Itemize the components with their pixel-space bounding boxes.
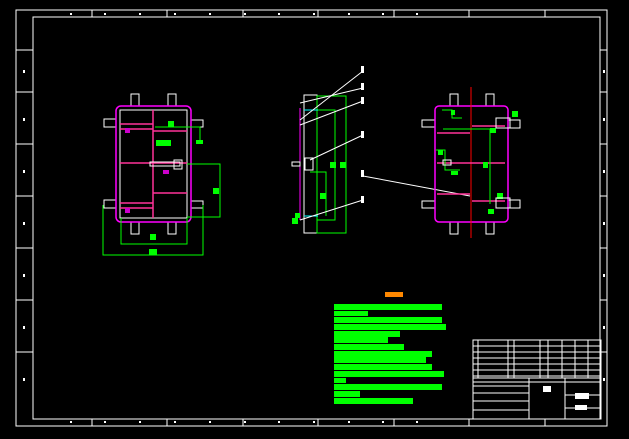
top-view [421,87,521,238]
technical-notes [334,292,446,404]
front-view [102,93,221,256]
title-block-label [543,386,551,392]
side-view [291,66,471,234]
title-block [472,339,602,420]
title-block-label [575,405,587,410]
title-block-label [575,393,589,399]
drawing-frame [15,9,608,427]
notes-heading [385,292,403,297]
zone-markers [16,10,607,426]
